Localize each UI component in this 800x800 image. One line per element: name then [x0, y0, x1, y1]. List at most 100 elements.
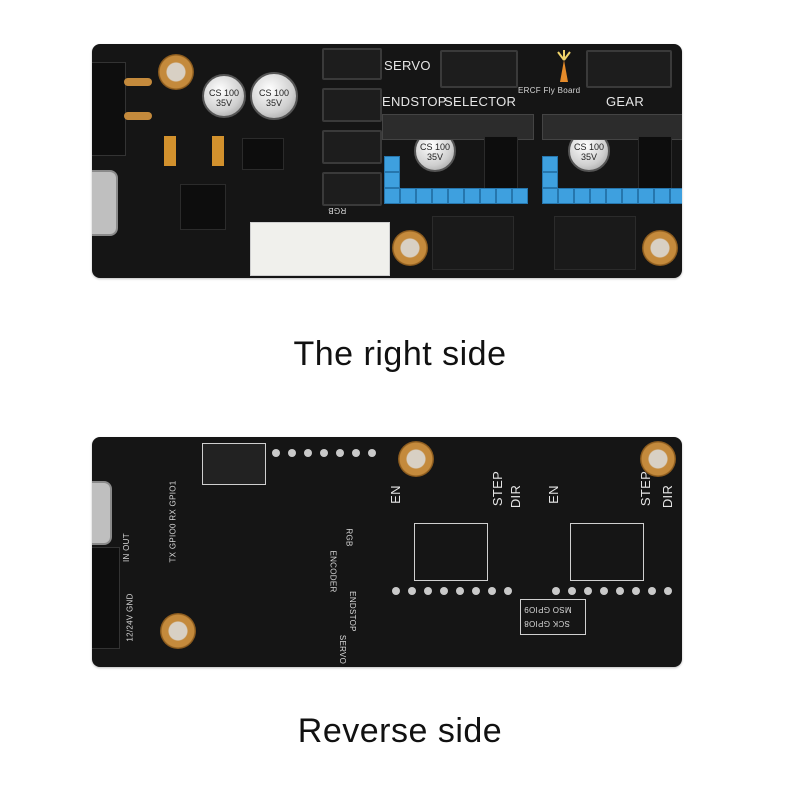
- en-label-right: EN: [545, 485, 561, 504]
- copper-pin: [124, 112, 152, 120]
- io-label: TX GPIO0 RX GPIO1: [168, 480, 178, 563]
- spi-silk-box: [520, 599, 586, 635]
- blue-pin: [574, 188, 590, 204]
- via-dot: [664, 587, 672, 595]
- sck-label: SCK GPIO8: [524, 619, 570, 628]
- mso-label: MSO GPIO9: [524, 605, 572, 614]
- driver-silk-box: [570, 523, 644, 581]
- capacitor: CS 100 35V: [250, 72, 298, 120]
- blue-pin: [654, 188, 670, 204]
- silk-table: [202, 443, 266, 485]
- blue-pin: [496, 188, 512, 204]
- step-label-right: STEP: [638, 470, 654, 507]
- board-right-side-photo: CS 100 35V CS 100 35V CS 100 35V CS 100 …: [92, 44, 682, 278]
- selector-connector: [440, 50, 518, 88]
- white-connector: [250, 222, 390, 276]
- blue-pin: [542, 172, 558, 188]
- gear-connector: [586, 50, 672, 88]
- via-dot: [424, 587, 432, 595]
- blue-pin: [670, 188, 682, 204]
- blue-pin: [542, 156, 558, 172]
- blue-pin: [542, 188, 558, 204]
- pin-header: [484, 136, 518, 194]
- blue-pin: [558, 188, 574, 204]
- blue-pin: [432, 188, 448, 204]
- rgb-label: RGB: [328, 206, 347, 215]
- microcontroller-chip: [180, 184, 226, 230]
- blue-pin: [606, 188, 622, 204]
- servo-label: SERVO: [384, 58, 431, 73]
- power-connector: [92, 62, 126, 156]
- blue-pin: [638, 188, 654, 204]
- via-dot: [440, 587, 448, 595]
- via-dot: [392, 587, 400, 595]
- usb-c-port: [92, 481, 112, 545]
- driver-chip: [242, 138, 284, 170]
- encoder-label: ENCODER: [328, 550, 338, 593]
- gear-label: GEAR: [606, 94, 645, 109]
- mounting-hole: [398, 441, 434, 477]
- header-connector: [322, 130, 382, 164]
- mounting-hole: [642, 230, 678, 266]
- blue-pin: [480, 188, 496, 204]
- header-connector: [322, 172, 382, 206]
- copper-pin: [124, 78, 152, 86]
- selector-label: SELECTOR: [444, 94, 517, 109]
- via-dot: [632, 587, 640, 595]
- via-dot: [368, 449, 376, 457]
- endstop-label: ENDSTOP: [347, 591, 357, 632]
- jumper-block: [432, 216, 514, 270]
- blue-pin: [384, 188, 400, 204]
- blue-pin: [448, 188, 464, 204]
- pin-header: [638, 136, 672, 194]
- endstop-label: ENDSTOP: [382, 94, 447, 109]
- via-dot: [488, 587, 496, 595]
- mounting-hole: [392, 230, 428, 266]
- servo-label: SERVO: [338, 634, 348, 665]
- en-label-left: EN: [387, 485, 403, 504]
- driver-silk-box: [414, 523, 488, 581]
- power-connector: [92, 547, 120, 649]
- carrot-logo-icon: [557, 50, 571, 82]
- via-dot: [272, 449, 280, 457]
- via-dot: [504, 587, 512, 595]
- capacitor: CS 100 35V: [202, 74, 246, 118]
- mounting-hole: [158, 54, 194, 90]
- dir-label-left: DIR: [508, 484, 524, 509]
- blue-pin: [464, 188, 480, 204]
- via-dot: [304, 449, 312, 457]
- usb-c-port: [92, 170, 118, 236]
- via-dot: [472, 587, 480, 595]
- via-dot: [336, 449, 344, 457]
- capacitor-label: CS 100 35V: [258, 88, 290, 108]
- header-connector: [322, 48, 382, 80]
- board-reverse-side-photo: EN STEP DIR EN STEP DIR ENCODER ENDSTOP …: [92, 437, 682, 667]
- via-dot: [288, 449, 296, 457]
- capacitor-label: CS 100 35V: [573, 142, 605, 162]
- blue-pin: [622, 188, 638, 204]
- blue-pin: [384, 172, 400, 188]
- header-connector: [322, 88, 382, 122]
- blue-pin: [416, 188, 432, 204]
- via-dot: [408, 587, 416, 595]
- via-dot: [616, 587, 624, 595]
- mounting-hole: [640, 441, 676, 477]
- step-label-left: STEP: [490, 470, 506, 507]
- caption-right-side: The right side: [293, 335, 507, 373]
- blue-pin: [384, 156, 400, 172]
- via-dot: [552, 587, 560, 595]
- fuse: [164, 136, 176, 166]
- via-dot: [568, 587, 576, 595]
- via-dot: [584, 587, 592, 595]
- mounting-hole: [160, 613, 196, 649]
- dir-label-right: DIR: [660, 484, 676, 509]
- caption-reverse-side: Reverse side: [297, 712, 503, 750]
- blue-pin: [400, 188, 416, 204]
- in-out-label: IN OUT: [121, 533, 131, 562]
- fuse: [212, 136, 224, 166]
- via-dot: [352, 449, 360, 457]
- capacitor-label: CS 100 35V: [208, 88, 240, 108]
- via-dot: [456, 587, 464, 595]
- brand-label: ERCF Fly Board: [518, 86, 581, 95]
- capacitor-label: CS 100 35V: [419, 142, 451, 162]
